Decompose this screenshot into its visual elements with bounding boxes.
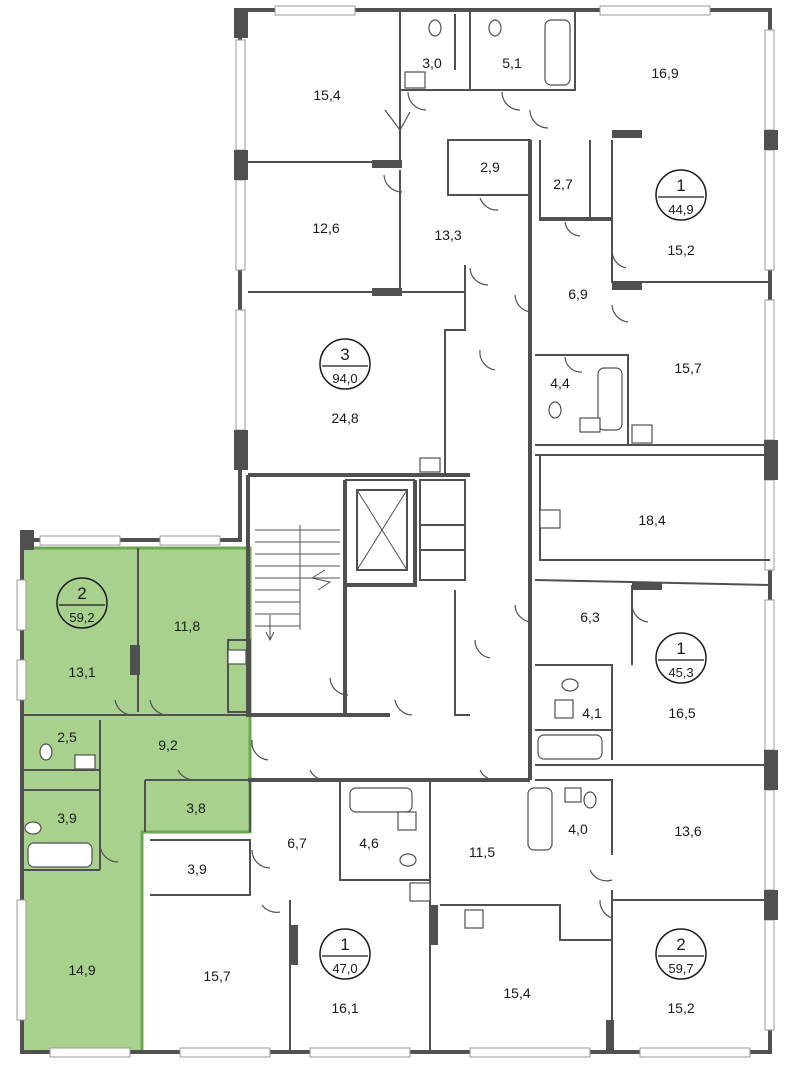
room-label: 15,7 xyxy=(674,360,701,376)
room-label: 3,8 xyxy=(186,800,206,816)
interior-walls xyxy=(24,12,771,1052)
room-label: 4,0 xyxy=(568,821,588,837)
room-label: 13,1 xyxy=(68,664,95,680)
room-label: 13,6 xyxy=(674,823,701,839)
apartment-area: 59,2 xyxy=(69,610,94,625)
room-label: 15,7 xyxy=(203,968,230,984)
room-label: 3,9 xyxy=(57,810,77,826)
highlight-fill xyxy=(22,548,250,1052)
apartment-rooms: 2 xyxy=(77,584,86,603)
room-label: 15,4 xyxy=(503,985,530,1001)
room-label: 14,9 xyxy=(68,962,95,978)
room-label: 4,1 xyxy=(582,705,602,721)
room-label: 24,8 xyxy=(331,410,358,426)
apartment-rooms: 3 xyxy=(340,345,349,364)
apartment-area: 47,0 xyxy=(332,961,357,976)
room-label: 11,5 xyxy=(469,844,495,860)
apartment-rooms: 2 xyxy=(676,935,685,954)
room-label: 3,9 xyxy=(187,861,207,877)
apartment-area: 45,3 xyxy=(668,665,693,680)
room-label: 15,4 xyxy=(313,87,340,103)
room-label: 13,3 xyxy=(434,227,461,243)
apartment-badge[interactable]: 1 47,0 xyxy=(319,928,371,980)
room-label: 5,1 xyxy=(502,55,522,71)
doors xyxy=(99,91,649,919)
windows xyxy=(16,5,775,1058)
room-label: 16,1 xyxy=(331,1000,358,1016)
apartment-badge[interactable]: 3 94,0 xyxy=(319,338,371,390)
apartment-badge[interactable]: 2 59,7 xyxy=(655,928,707,980)
room-labels: 15,4 3,0 5,1 16,9 2,9 2,7 12,6 13,3 15,2… xyxy=(57,55,702,1016)
outer-walls xyxy=(20,8,772,1054)
room-label: 15,2 xyxy=(667,1000,694,1016)
room-label: 6,9 xyxy=(568,286,588,302)
room-label: 16,5 xyxy=(668,705,695,721)
apartment-rooms: 1 xyxy=(340,935,349,954)
room-label: 15,2 xyxy=(667,242,694,258)
room-label: 4,6 xyxy=(359,835,379,851)
apartment-area: 94,0 xyxy=(332,371,357,386)
room-label: 6,3 xyxy=(580,609,600,625)
apartment-rooms: 1 xyxy=(676,176,685,195)
room-label: 2,5 xyxy=(57,729,77,745)
room-label: 16,9 xyxy=(651,65,678,81)
apartment-badge[interactable]: 1 44,9 xyxy=(655,169,707,221)
apartment-badge[interactable]: 1 45,3 xyxy=(655,632,707,684)
room-label: 18,4 xyxy=(638,512,665,528)
room-label: 9,2 xyxy=(158,737,178,753)
room-label: 2,7 xyxy=(553,176,573,192)
apartment-area: 44,9 xyxy=(668,202,693,217)
apartment-rooms: 1 xyxy=(676,639,685,658)
elevator xyxy=(356,489,408,571)
apartment-badge[interactable]: 2 59,2 xyxy=(56,577,108,629)
plumbing-fixtures xyxy=(24,19,653,929)
room-label: 11,8 xyxy=(174,618,200,634)
staircase xyxy=(255,525,340,642)
room-label: 12,6 xyxy=(312,220,339,236)
room-label: 6,7 xyxy=(287,835,307,851)
room-label: 2,9 xyxy=(480,159,500,175)
apartment-area: 59,7 xyxy=(668,961,693,976)
room-label: 4,4 xyxy=(550,375,570,391)
room-label: 3,0 xyxy=(422,55,442,71)
